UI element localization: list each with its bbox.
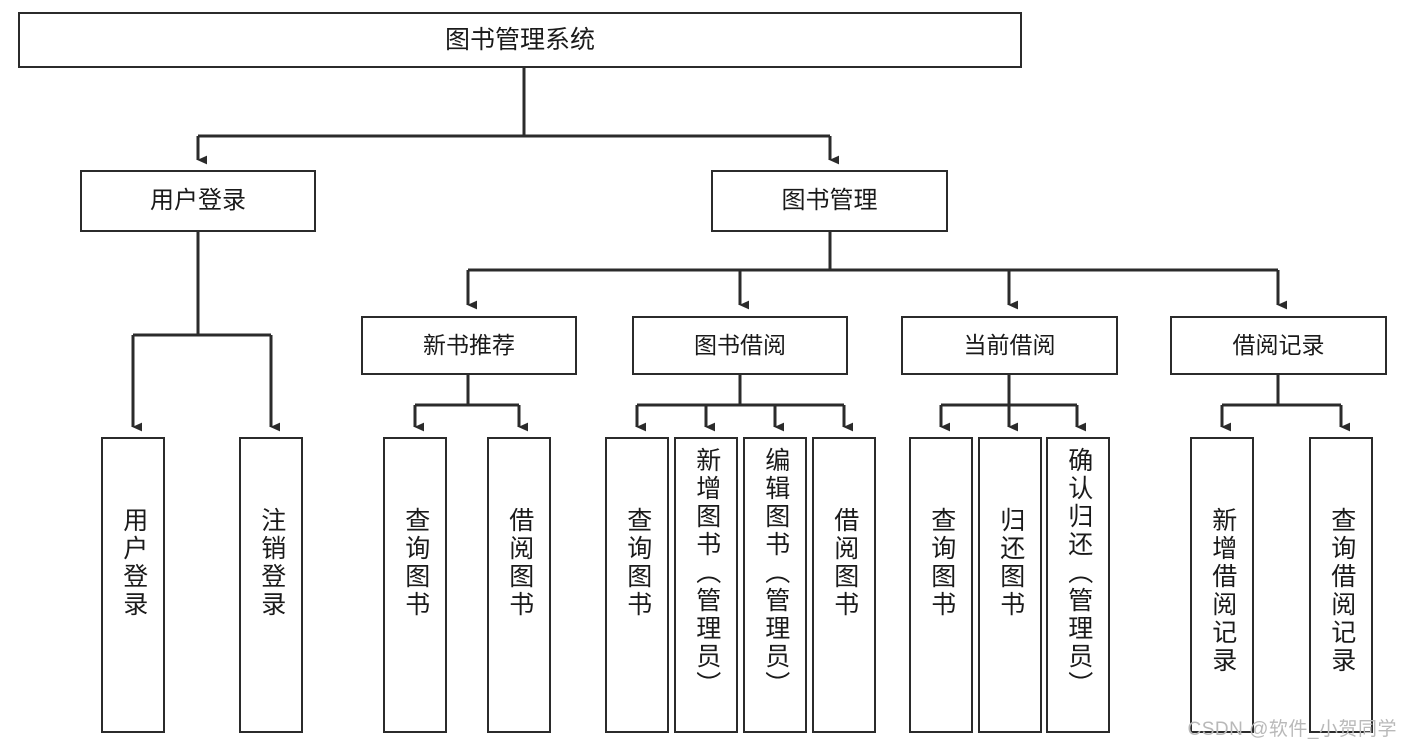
node-leaf-add-book-label: 新增图书（管理员） <box>692 447 721 699</box>
node-book-management[interactable]: 图书管理 <box>711 170 948 232</box>
node-leaf-add-book[interactable]: 新增图书（管理员） <box>674 437 738 733</box>
node-leaf-query-book-1-label: 查询图书 <box>401 507 430 619</box>
node-leaf-query-record-label: 查询借阅记录 <box>1327 507 1356 675</box>
node-leaf-add-record[interactable]: 新增借阅记录 <box>1190 437 1254 733</box>
node-leaf-return-book[interactable]: 归还图书 <box>978 437 1042 733</box>
node-book-borrow[interactable]: 图书借阅 <box>632 316 848 375</box>
node-leaf-query-book-2[interactable]: 查询图书 <box>605 437 669 733</box>
node-borrow-record[interactable]: 借阅记录 <box>1170 316 1387 375</box>
node-leaf-add-record-label: 新增借阅记录 <box>1208 507 1237 675</box>
node-leaf-borrow-book-2[interactable]: 借阅图书 <box>812 437 876 733</box>
node-leaf-logout-label: 注销登录 <box>257 507 286 619</box>
node-leaf-edit-book[interactable]: 编辑图书（管理员） <box>743 437 807 733</box>
node-user-login[interactable]: 用户登录 <box>80 170 316 232</box>
node-borrow-record-label: 借阅记录 <box>1232 332 1325 359</box>
node-leaf-confirm-return[interactable]: 确认归还（管理员） <box>1046 437 1110 733</box>
node-leaf-user-login-label: 用户登录 <box>119 507 148 619</box>
node-leaf-user-login[interactable]: 用户登录 <box>101 437 165 733</box>
node-new-book-recommend[interactable]: 新书推荐 <box>361 316 577 375</box>
node-leaf-borrow-book-2-label: 借阅图书 <box>830 507 859 619</box>
node-current-borrow[interactable]: 当前借阅 <box>901 316 1118 375</box>
node-root-label: 图书管理系统 <box>444 25 595 54</box>
node-leaf-query-book-1[interactable]: 查询图书 <box>383 437 447 733</box>
node-book-management-label: 图书管理 <box>781 187 878 215</box>
node-leaf-query-book-2-label: 查询图书 <box>623 507 652 619</box>
node-leaf-logout[interactable]: 注销登录 <box>239 437 303 733</box>
node-new-book-recommend-label: 新书推荐 <box>423 332 515 359</box>
node-leaf-edit-book-label: 编辑图书（管理员） <box>761 447 790 699</box>
node-leaf-borrow-book-1-label: 借阅图书 <box>505 507 534 619</box>
node-leaf-query-book-3[interactable]: 查询图书 <box>909 437 973 733</box>
node-leaf-return-book-label: 归还图书 <box>996 507 1025 619</box>
node-leaf-query-book-3-label: 查询图书 <box>927 507 956 619</box>
watermark: CSDN @软件_小贺同学 <box>1187 719 1397 740</box>
node-leaf-borrow-book-1[interactable]: 借阅图书 <box>487 437 551 733</box>
node-current-borrow-label: 当前借阅 <box>963 332 1056 359</box>
node-leaf-query-record[interactable]: 查询借阅记录 <box>1309 437 1373 733</box>
node-leaf-confirm-return-label: 确认归还（管理员） <box>1064 447 1093 699</box>
node-user-login-label: 用户登录 <box>150 187 246 215</box>
node-book-borrow-label: 图书借阅 <box>694 332 786 359</box>
node-root[interactable]: 图书管理系统 <box>18 12 1022 68</box>
